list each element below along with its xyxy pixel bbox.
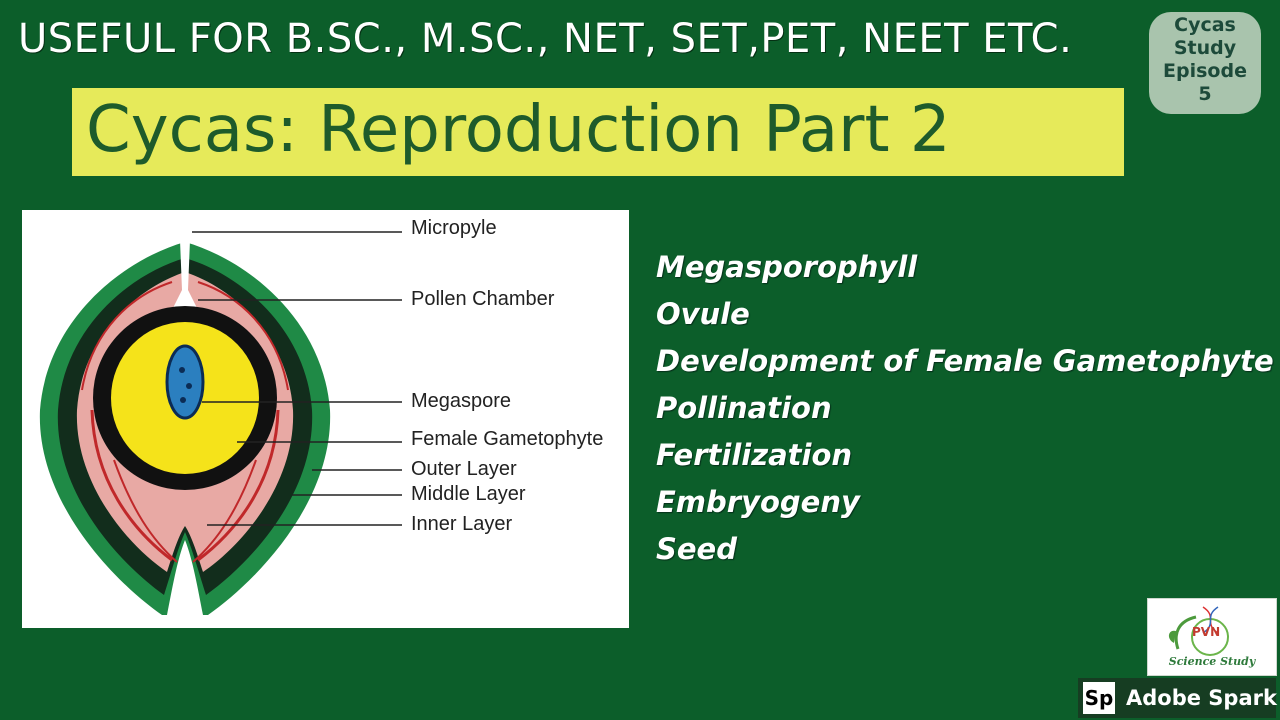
label-pollen-chamber: Pollen Chamber <box>411 288 555 310</box>
audience-banner: USEFUL FOR B.SC., M.SC., NET, SET,PET, N… <box>18 16 1073 62</box>
micropyle-shape <box>172 240 198 310</box>
spark-label: Adobe Spark <box>1126 686 1277 710</box>
label-inner-layer: Inner Layer <box>411 513 513 535</box>
topic-item: Embryogeny <box>656 485 860 519</box>
title-highlight <box>72 88 1124 176</box>
label-female-gametophyte: Female Gametophyte <box>411 428 603 450</box>
dna-leaf-icon <box>1168 606 1229 656</box>
ovule-illustration: Micropyle Pollen Chamber Megaspore Femal… <box>39 217 603 615</box>
topic-item: Pollination <box>656 391 832 425</box>
topic-item: Ovule <box>656 297 750 331</box>
topic-item: Fertilization <box>656 438 853 472</box>
megaspore-shape <box>165 344 205 420</box>
logo-caption: Science Study <box>1168 655 1256 668</box>
spark-icon: Sp <box>1083 682 1115 714</box>
badge-line-4: 5 <box>1198 83 1212 105</box>
vascular-strand-right <box>197 409 280 562</box>
badge-line-3: Episode <box>1163 60 1247 82</box>
label-megaspore: Megaspore <box>411 390 511 412</box>
topic-list: Megasporophyll Ovule Development of Fema… <box>656 244 1274 573</box>
label-outer-layer: Outer Layer <box>411 458 517 480</box>
topic-item: Megasporophyll <box>656 250 918 284</box>
topic-item: Development of Female Gametophyte <box>656 344 1274 378</box>
ovule-diagram: Micropyle Pollen Chamber Megaspore Femal… <box>22 210 629 628</box>
episode-badge: Cycas Study Episode 5 <box>1149 12 1261 114</box>
vascular-strand-left <box>90 409 173 562</box>
page-title: Cycas: Reproduction Part 2 <box>86 93 951 167</box>
logo-mark: PVN <box>1192 625 1221 639</box>
channel-logo: PVN Science Study <box>1147 598 1277 676</box>
adobe-spark-watermark: Sp Adobe Spark <box>1078 678 1277 718</box>
badge-line-2: Study <box>1173 37 1237 59</box>
label-micropyle: Micropyle <box>411 217 497 239</box>
topic-item: Seed <box>656 532 737 566</box>
badge-line-1: Cycas <box>1174 14 1236 36</box>
label-middle-layer: Middle Layer <box>411 483 526 505</box>
